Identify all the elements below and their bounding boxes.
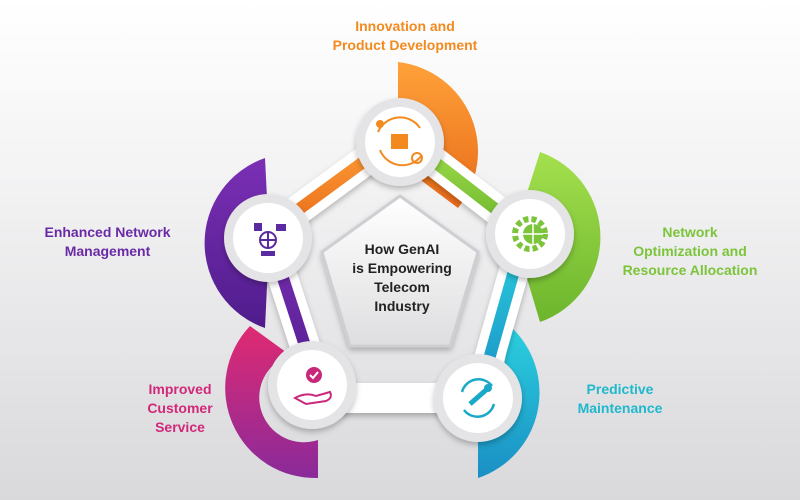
gear-globe-icon [512,216,548,252]
node-innovation [356,98,444,186]
label-customer-service: Improved Customer Service [125,380,235,437]
node-predictive-maintenance [434,354,522,442]
label-network-management-line-1: Enhanced Network [44,224,171,240]
label-network-management: Enhanced Network Management [30,223,185,261]
label-network-optimization-line-1: Network [662,224,718,240]
label-network-optimization-line-3: Resource Allocation [622,262,758,278]
center-title-line-1: How GenAI [364,241,440,257]
label-innovation-line-1: Innovation and [355,18,455,34]
label-customer-line-3: Service [155,419,205,435]
center-title-line-3: Telecom [374,279,430,295]
label-network-optimization: Network Optimization and Resource Alloca… [600,223,780,280]
center-title-line-4: Industry [374,298,430,314]
hand-award-icon [292,367,332,406]
node-network-optimization [486,190,574,278]
center-pentagon [320,194,480,348]
label-network-management-line-2: Management [64,243,151,259]
label-predictive-line-1: Predictive [586,381,654,397]
label-innovation: Innovation and Product Development [300,17,510,55]
network-devices-icon [254,223,286,256]
label-predictive-line-2: Maintenance [577,400,663,416]
node-network-management [224,194,312,282]
center-title: How GenAI is Empowering Telecom Industry [326,240,478,316]
label-predictive-maintenance: Predictive Maintenance [560,380,680,418]
product-box-gear-icon [376,116,423,167]
label-network-optimization-line-2: Optimization and [633,243,747,259]
label-customer-line-1: Improved [148,381,212,397]
label-customer-line-2: Customer [147,400,213,416]
center-title-line-2: is Empowering [352,260,452,276]
customer-service-arc [225,326,318,479]
wrench-refresh-icon [460,378,496,418]
label-innovation-line-2: Product Development [332,37,478,53]
node-customer-service [268,341,356,429]
